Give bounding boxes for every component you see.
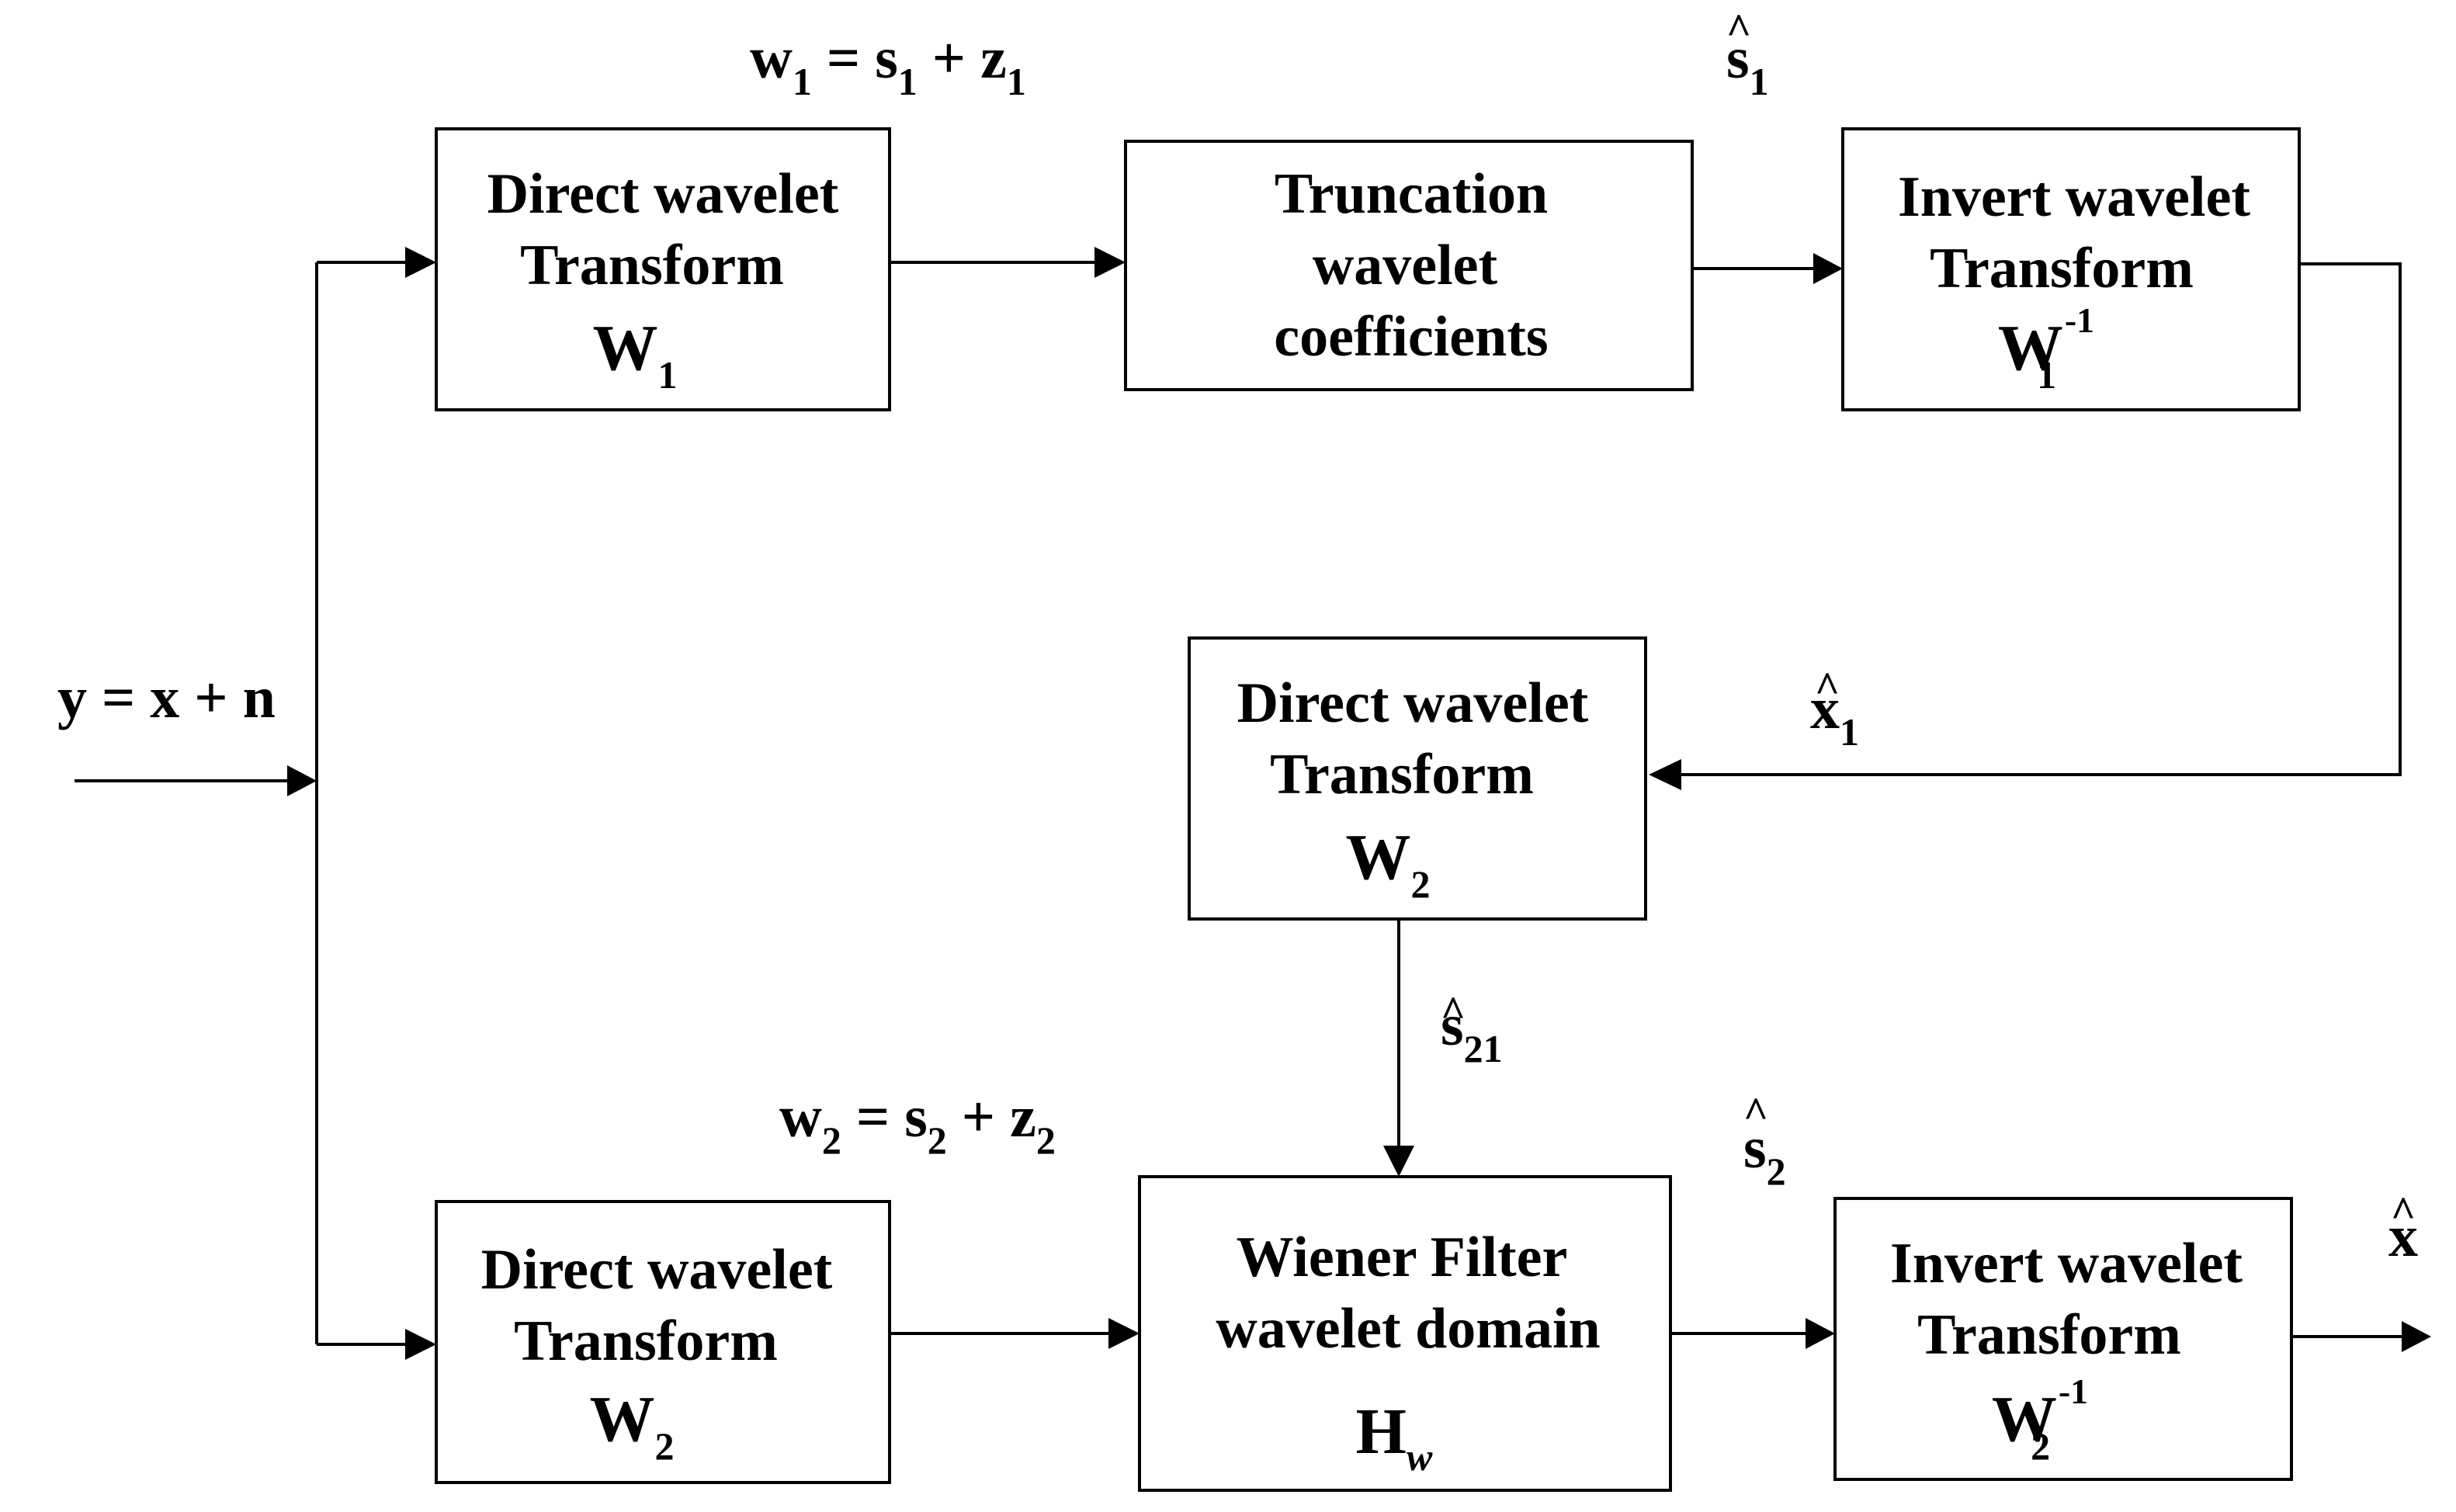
truncation-label-line3: coefficients [1274,305,1548,369]
dwt2-bottom-symbol: W2 [590,1383,675,1468]
x-hat-symbol: x [2388,1204,2418,1269]
arrowhead-to-iwt2 [1806,1318,1835,1349]
x1-hat-label: ^ x1 [1810,664,1859,754]
truncation-box [1124,140,1694,391]
arrowhead-to-iwt1 [1813,253,1843,284]
s21-hat-symbol: s21 [1441,993,1503,1070]
truncation-label-line1: Truncation [1275,162,1548,226]
dwt1-block: Direct wavelet Transform W1 [435,127,891,411]
x-hat-accent: ^ [2391,1188,2416,1236]
dwt2-mid-label-line1: Direct wavelet [1237,671,1589,735]
connections [75,247,2431,1360]
arrowhead-to-dwt2-bottom [405,1329,436,1360]
wiener-label-line2: wavelet domain [1216,1297,1600,1361]
s2-hat-symbol: s2 [1743,1115,1786,1193]
wiener-box [1138,1175,1672,1492]
input-arrowhead [287,765,317,796]
dwt2-bottom-block: Direct wavelet Transform W2 [435,1200,891,1484]
dwt2-mid-box [1188,636,1647,921]
x-hat-output-label: ^ x [2388,1188,2418,1269]
wiener-symbol: Hw [1356,1396,1433,1479]
dwt1-label-line1: Direct wavelet [487,162,839,226]
w2-equation-label: w2 = s2 + z2 [779,1084,1056,1162]
iwt1-label-line1: Invert wavelet [1898,165,2250,229]
input-signal-label: y = x + n [57,665,276,730]
s2-hat-label: ^ s2 [1743,1089,1786,1193]
dwt2-bottom-box [435,1200,891,1484]
arrowhead-to-wiener-top [1383,1146,1414,1177]
iwt2-label-line1: Invert wavelet [1890,1232,2243,1295]
dwt2-mid-label-line2: Transform [1270,743,1534,806]
dwt1-symbol: W1 [593,312,678,397]
arrowhead-to-truncation [1094,247,1126,278]
w1-equation-label: w1 = s1 + z1 [750,26,1026,103]
s2-hat-accent: ^ [1743,1089,1769,1137]
iwt1-label-line2: Transform [1930,237,2194,300]
output-arrowhead [2402,1321,2431,1352]
feedback-line-x1-hat [1681,262,2402,776]
iwt2-label-line2: Transform [1917,1303,2181,1367]
truncation-label-line2: wavelet [1313,234,1498,297]
x1-hat-symbol: x1 [1810,676,1859,754]
dwt2-bottom-label-line1: Direct wavelet [481,1238,833,1302]
dwt2-mid-symbol: W2 [1346,821,1431,906]
wiener-label-line1: Wiener Filter [1237,1226,1568,1289]
iwt2-box [1833,1197,2293,1481]
dwt2-mid-block: Direct wavelet Transform W2 [1188,636,1647,921]
s21-hat-label: ^ s21 [1441,988,1503,1070]
s21-hat-accent: ^ [1441,988,1466,1036]
dwt1-box [435,127,891,411]
truncation-block: Truncation wavelet coefficients [1124,140,1694,391]
arrowhead-to-dwt2-mid [1649,759,1681,790]
dwt1-label-line2: Transform [520,234,784,297]
arrowhead-to-dwt1 [405,247,436,278]
wiener-block: Wiener Filter wavelet domain Hw [1138,1175,1672,1492]
iwt1-box [1841,127,2301,411]
arrowhead-to-wiener-left [1108,1318,1140,1349]
s1-hat-accent: ^ [1726,5,1752,54]
dwt2-bottom-label-line2: Transform [514,1309,778,1373]
x1-hat-accent: ^ [1815,664,1840,712]
s1-hat-label: ^ s1 [1726,5,1769,103]
s1-hat-symbol: s1 [1726,26,1769,103]
